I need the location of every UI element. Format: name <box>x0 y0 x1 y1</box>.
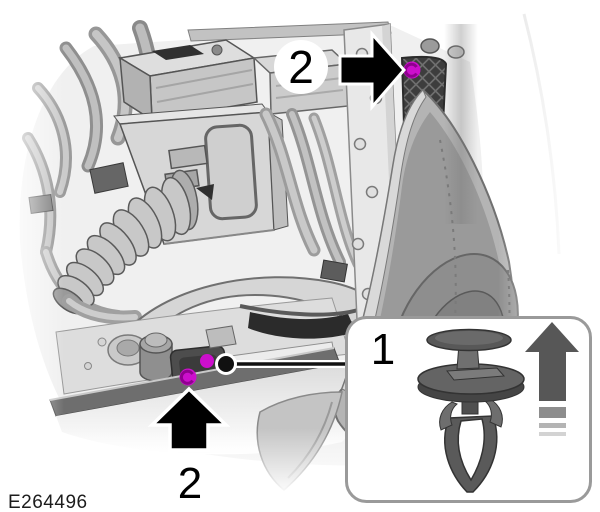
battery <box>117 39 258 122</box>
clip-highlight-dot <box>200 354 214 368</box>
callouts: 2 2 <box>147 30 421 510</box>
inset-panel: 1 <box>345 316 592 503</box>
callout-badge-top-label: 2 <box>288 41 314 93</box>
figure-reference: E264496 <box>8 492 88 512</box>
arrow-up-icon <box>147 386 231 452</box>
motion-arrow-up-icon <box>525 322 579 436</box>
inset-label: 1 <box>371 325 395 374</box>
callout-badge-bottom <box>162 454 218 510</box>
arrow-right-icon <box>338 30 406 112</box>
lower-retainer-clip-highlight <box>179 368 197 386</box>
bump-stop <box>139 332 173 382</box>
hose-cluster-center <box>259 107 364 283</box>
callout-badge-bottom-label: 2 <box>178 459 202 508</box>
intake-duct-bellows <box>52 169 199 325</box>
upper-retainer-clip-highlight <box>403 61 421 79</box>
callout-badge-top <box>274 40 328 94</box>
push-pin-retainer-clip-icon <box>417 328 525 493</box>
fender-shade-band <box>444 24 478 224</box>
